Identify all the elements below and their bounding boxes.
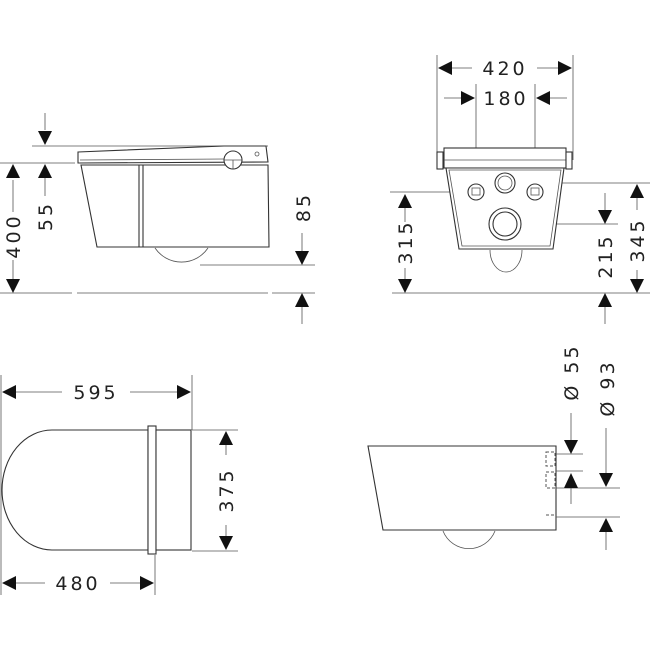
bowl-plan [1, 429, 149, 551]
dim-label-width: 375 [216, 467, 238, 512]
arrow-right-icon [177, 385, 191, 399]
detail-view: Ø 55 Ø 93 [367, 343, 620, 550]
outlet-hole-inner [492, 211, 518, 237]
dim-label-supply-diameter: Ø 55 [561, 343, 583, 400]
hinge-right [565, 151, 573, 170]
arrow-up-icon [6, 164, 20, 178]
outlet-curve [489, 249, 523, 273]
arrow-left-icon [438, 61, 452, 75]
arrow-down-icon [38, 131, 52, 145]
arrow-down-icon [598, 210, 612, 224]
arrow-down-icon [6, 279, 20, 293]
dim-label-overall-width: 420 [482, 58, 527, 80]
seat-top [443, 147, 567, 169]
dim-label-outlet-height: 215 [595, 233, 617, 278]
supply-hole-inner [497, 175, 513, 191]
dim-label-overall-length: 595 [73, 382, 118, 404]
left-inlet-hole [467, 183, 485, 201]
top-view: 595 375 480 [0, 375, 238, 595]
hinge-left [436, 151, 444, 170]
front-view: 420 180 315 215 [390, 55, 650, 324]
dim-label-overall-height: 400 [3, 213, 25, 258]
outlet-curve [154, 247, 209, 263]
arrow-left-icon [2, 385, 16, 399]
arrow-down-icon [219, 536, 233, 550]
arrow-up-icon [295, 293, 309, 307]
arrow-down-icon [630, 279, 644, 293]
dim-label-outlet-height: 85 [293, 192, 315, 222]
arrow-right-icon [461, 91, 475, 105]
arrow-up-icon [599, 518, 613, 532]
arrow-down-icon [398, 279, 412, 293]
arrow-up-icon [598, 293, 612, 307]
dim-label-outlet-diameter: Ø 93 [597, 359, 619, 416]
screw-icon [254, 151, 260, 157]
arrow-up-icon [219, 431, 233, 445]
arrow-down-icon [599, 473, 613, 487]
outlet-curve [442, 530, 496, 550]
arrow-left-icon [536, 91, 550, 105]
arrow-up-icon [564, 473, 578, 488]
bowl-side [367, 445, 557, 531]
left-inlet-fitting [471, 187, 481, 196]
outlet-pipe-hidden [545, 471, 556, 489]
bowl-body [80, 164, 270, 248]
dim-label-inlet-height: 315 [395, 219, 417, 264]
seat-unit [155, 429, 192, 551]
arrow-up-icon [38, 164, 52, 178]
hinge-bar [147, 425, 157, 555]
dim-label-supply-height: 345 [627, 217, 649, 262]
dim-label-seat-height: 55 [35, 201, 57, 231]
arrow-down-icon [295, 251, 309, 265]
lid-edge [79, 158, 225, 161]
supply-pipe-hidden [545, 451, 556, 467]
side-view: 400 55 85 [0, 113, 315, 324]
arrow-up-icon [398, 194, 412, 208]
arrow-left-icon [2, 576, 16, 590]
right-inlet-hole [526, 183, 544, 201]
dim-label-inlet-spacing: 180 [483, 88, 528, 110]
dim-label-projection: 480 [55, 573, 100, 595]
arrow-down-icon [564, 440, 578, 454]
arrow-right-icon [140, 576, 154, 590]
arrow-right-icon [558, 61, 572, 75]
arrow-up-icon [630, 184, 644, 198]
bowl-rear-inner [448, 169, 562, 247]
right-inlet-fitting [530, 187, 540, 196]
